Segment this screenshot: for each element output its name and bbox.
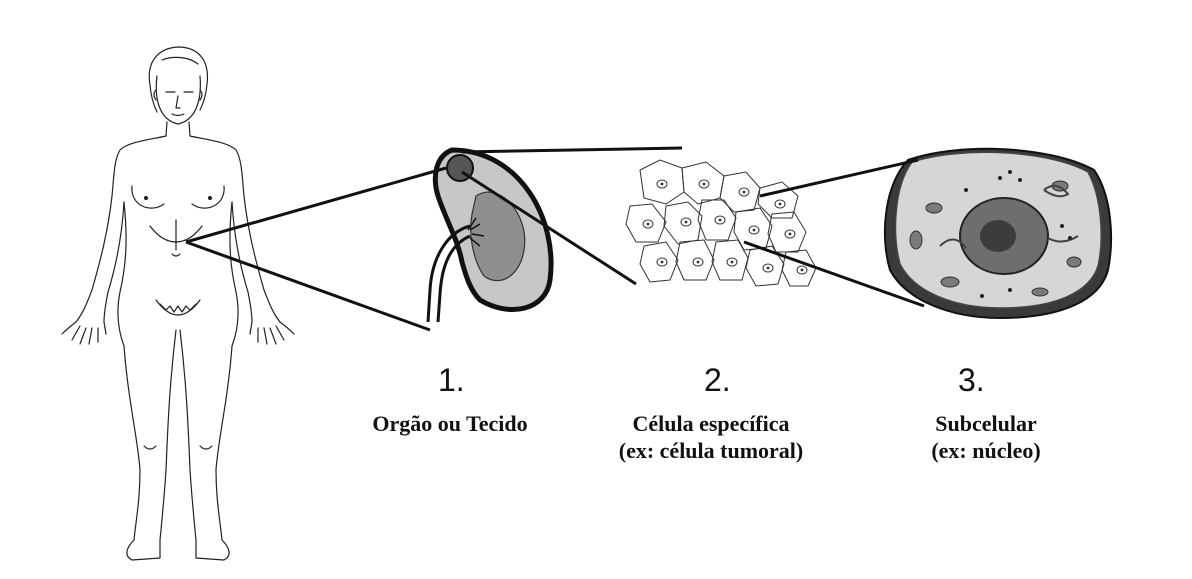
subcellular-illustration [885, 149, 1111, 318]
stage-2-caption-line-2: (ex: célula tumoral) [596, 437, 826, 464]
stage-3-caption-line-2: (ex: núcleo) [920, 437, 1052, 464]
stage-3-caption-line-1: Subcelular [920, 410, 1052, 437]
stage-3-caption: Subcelular (ex: núcleo) [920, 410, 1052, 464]
kidney-illustration [428, 150, 551, 322]
stage-1-caption-line-1: Orgão ou Tecido [348, 410, 552, 437]
connector-lines [186, 148, 924, 330]
stage-1-number: 1. [438, 364, 465, 396]
stage-2-number: 2. [704, 364, 731, 396]
connector-body-to-organ-top [186, 168, 446, 242]
stage-2-caption-line-1: Célula específica [596, 410, 826, 437]
human-body-figure [62, 47, 294, 560]
stage-1-caption: Orgão ou Tecido [348, 410, 552, 437]
connector-body-to-organ-bottom [186, 242, 430, 330]
stage-3-number: 3. [958, 364, 985, 396]
stage-2-caption: Célula específica (ex: célula tumoral) [596, 410, 826, 464]
connector-organ-to-cell-top [462, 148, 682, 152]
cell-tissue-illustration [626, 160, 816, 286]
